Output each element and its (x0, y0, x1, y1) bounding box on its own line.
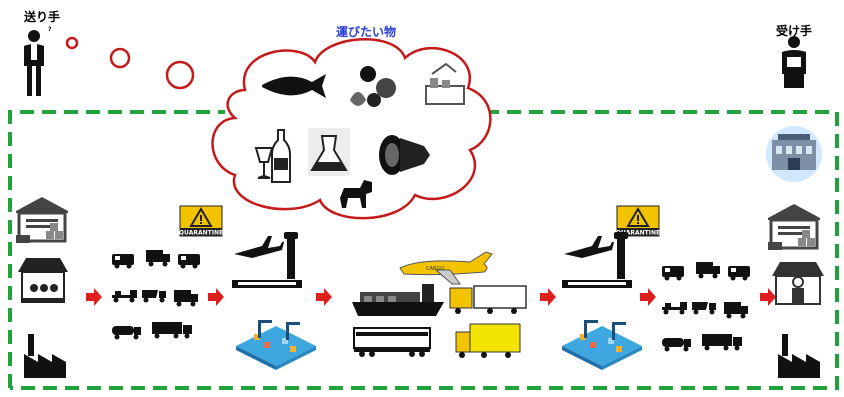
factory-icon-left (24, 334, 66, 378)
seaport-icon-left (236, 320, 316, 370)
airport-icon-right (562, 232, 632, 288)
container-truck-icon (449, 285, 527, 314)
cargo-plane-icon: CARGO (399, 251, 493, 285)
factory-goods-icon (425, 62, 465, 105)
trucks-group-left (112, 250, 200, 340)
sender-label: 送り手 (24, 10, 61, 24)
seaport-icon-right (562, 320, 642, 370)
warehouse-icon-right (766, 202, 822, 252)
flask-icon (308, 128, 350, 176)
dashed-region-border (8, 110, 839, 390)
quarantine-sign-left: QUARANTINE (179, 205, 223, 237)
freight-train-icon (353, 327, 431, 357)
sender-person-icon (24, 30, 44, 96)
fish-icon (262, 74, 326, 98)
trucks-group-right (662, 262, 750, 352)
restaurant-shop-icon (771, 261, 825, 305)
flow-arrows (86, 288, 776, 306)
warehouse-icon-left (14, 195, 70, 245)
airport-icon-left (232, 232, 302, 288)
cargo-cloud-title: 運びたい物 (336, 25, 397, 39)
yellow-truck-icon (455, 323, 521, 358)
jet-engine-icon (379, 135, 430, 175)
dog-icon (340, 180, 372, 208)
receiver-label: 受け手 (776, 24, 813, 38)
market-stall-icon (18, 258, 68, 303)
thought-bubbles (65, 36, 195, 90)
quarantine-label-right: QUARANTINE (616, 230, 660, 237)
quarantine-sign-right: QUARANTINE (616, 205, 660, 237)
factory-icon-right (778, 334, 820, 378)
sender-thought-mark: ? (48, 26, 52, 33)
wine-bottle-icon (254, 129, 291, 183)
container-ship-icon (352, 284, 444, 316)
quarantine-label-left: QUARANTINE (179, 230, 223, 237)
receiver-person-icon (782, 36, 806, 88)
department-store-icon (766, 126, 822, 182)
vegetables-icon (350, 66, 396, 107)
plane-label: CARGO (426, 266, 444, 272)
